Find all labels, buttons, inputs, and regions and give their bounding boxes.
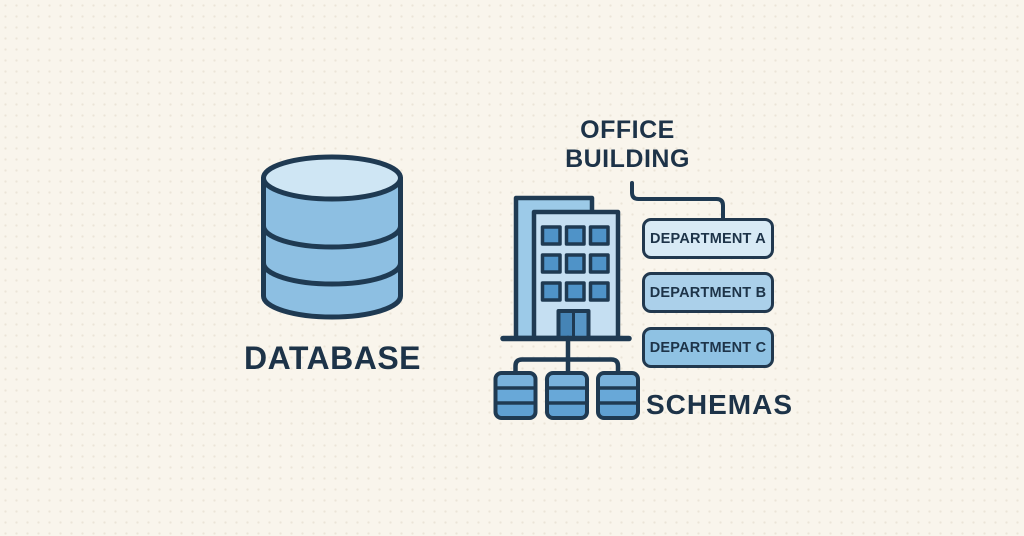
schema-stack-icon	[493, 371, 538, 420]
department-c-label: DEPARTMENT C	[649, 339, 767, 356]
database-cylinder-top	[261, 154, 403, 202]
building-windows	[540, 225, 610, 302]
schema-connector-lines	[513, 335, 621, 376]
building-door-right-panel	[573, 311, 589, 338]
department-a-label: DEPARTMENT A	[650, 230, 766, 247]
schema-stack-icon	[545, 371, 589, 420]
database-separator-line-1	[261, 223, 403, 250]
department-b-label: DEPARTMENT B	[649, 284, 767, 301]
schema-stack-icon	[596, 371, 640, 420]
database-label: DATABASE	[243, 340, 422, 376]
office-building-label: OFFICE BUILDING	[565, 116, 690, 173]
building-door-left-panel	[558, 311, 574, 338]
office-building-icon	[500, 195, 632, 342]
building-door	[556, 309, 591, 340]
department-connector-line	[630, 181, 725, 220]
database-separator-line-2	[261, 260, 403, 287]
department-c-box: DEPARTMENT C	[642, 327, 774, 368]
department-b-box: DEPARTMENT B	[642, 272, 774, 313]
database-cylinder-icon	[261, 154, 403, 320]
schemas-label: SCHEMAS	[646, 389, 794, 420]
department-a-box: DEPARTMENT A	[642, 218, 774, 259]
schema-stacks	[493, 371, 640, 420]
